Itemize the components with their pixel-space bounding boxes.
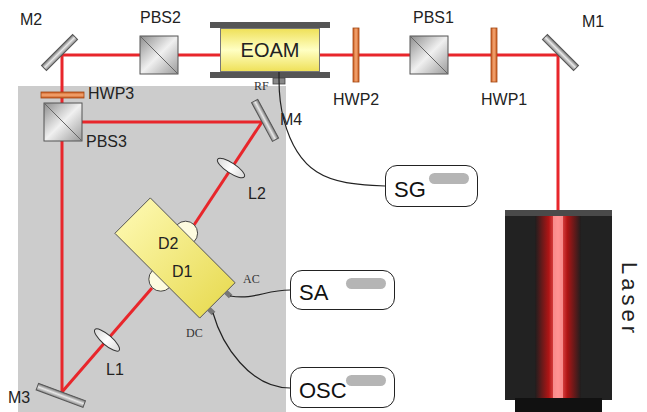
signal-cable	[213, 313, 290, 388]
component-label: PBS1	[413, 10, 454, 26]
laser-beam	[62, 55, 558, 392]
splitter-diagonal	[140, 36, 178, 74]
beam-splitter-cube	[44, 103, 82, 141]
component-label: M4	[280, 112, 302, 128]
box-text: SG	[394, 179, 426, 201]
laser-body	[505, 210, 612, 400]
laser-beam	[62, 288, 152, 392]
component-label: L1	[106, 362, 124, 378]
component-label: D1	[172, 264, 192, 280]
half-wave-plate	[41, 92, 84, 98]
box-text: SA	[299, 282, 328, 304]
laser-cap	[505, 210, 612, 216]
mirror	[542, 34, 578, 70]
mirror	[252, 99, 279, 141]
box-text: OSC	[299, 380, 347, 402]
display-panel	[346, 278, 386, 289]
half-wave-plate	[353, 28, 359, 82]
beam-splitter-cube	[140, 36, 178, 74]
laser-base	[515, 398, 602, 412]
half-wave-plate	[491, 28, 497, 82]
component-label: M1	[582, 14, 604, 30]
splitter-diagonal	[410, 36, 448, 74]
instrument-box: SG	[385, 165, 478, 207]
mirror	[41, 34, 77, 70]
signal-label: RF	[254, 79, 269, 94]
signal-cable	[230, 290, 290, 297]
laser-beam	[194, 122, 262, 225]
output-port	[209, 309, 214, 314]
display-panel	[346, 375, 386, 386]
rf-cable	[279, 72, 385, 186]
signal-label: AC	[243, 272, 260, 287]
component-label: PBS2	[140, 10, 181, 26]
component-label: D2	[158, 236, 178, 252]
splitter-diagonal	[44, 103, 82, 141]
display-panel	[429, 173, 469, 184]
balanced-detector	[115, 198, 235, 318]
component-label: HWP2	[333, 92, 379, 108]
electrode-plate	[210, 72, 330, 78]
laser-core	[553, 214, 563, 400]
modulator-box: EOAM	[220, 28, 320, 72]
device-label: Laser	[618, 262, 640, 337]
lens	[215, 155, 247, 181]
signal-label: DC	[186, 326, 203, 341]
beam-splitter-cube	[410, 36, 448, 74]
component-label: M3	[8, 390, 30, 406]
output-port	[226, 292, 231, 297]
instrument-box: OSC	[290, 367, 395, 408]
detection-region	[18, 86, 286, 412]
laser-glow	[535, 214, 581, 400]
component-label: HWP3	[88, 86, 134, 102]
laser-beam	[62, 121, 262, 124]
lens	[92, 326, 123, 355]
component-label: HWP1	[481, 92, 527, 108]
component-label: L2	[248, 186, 266, 202]
component-label: M2	[20, 12, 42, 28]
laser-source: Laser	[500, 205, 647, 412]
box-text: EOAM	[241, 40, 300, 60]
instrument-box: SA	[290, 270, 395, 310]
component-label: PBS3	[86, 134, 127, 150]
mirror	[36, 383, 85, 407]
